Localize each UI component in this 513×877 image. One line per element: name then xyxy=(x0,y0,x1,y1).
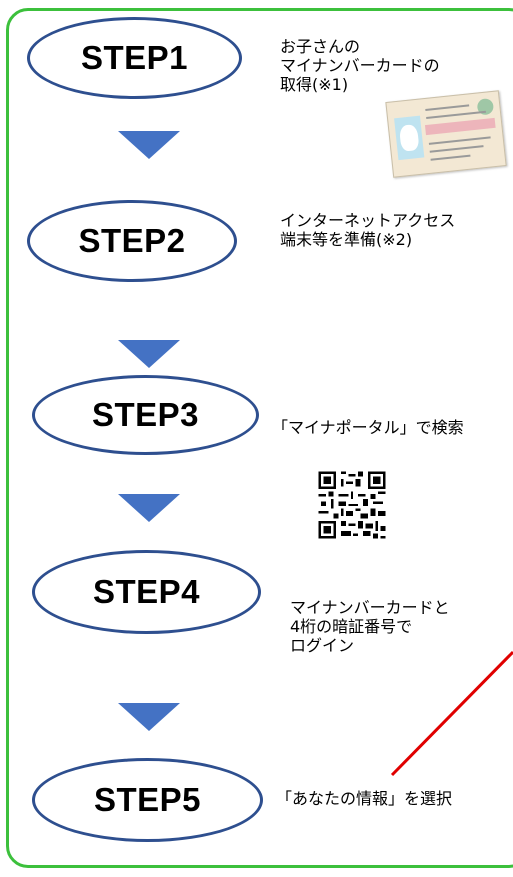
step-arrow-4 xyxy=(118,703,180,731)
step3-description: 「マイナポータル」で検索 xyxy=(272,418,464,437)
step4-desc-line: マイナンバーカードと xyxy=(290,598,450,617)
card-text-line xyxy=(429,145,484,153)
step1-desc-line: お子さんの xyxy=(280,37,361,56)
step2-desc-line: インターネットアクセス xyxy=(280,211,456,230)
step4-ellipse: STEP4 xyxy=(32,550,261,634)
card-name-band xyxy=(424,117,496,136)
step1-label: STEP1 xyxy=(80,39,189,76)
step3-ellipse: STEP3 xyxy=(32,375,259,455)
step5-ellipse: STEP5 xyxy=(32,758,263,842)
step1-desc-line: 取得(※1) xyxy=(280,75,349,94)
step-arrow-3 xyxy=(118,494,180,522)
step2-label: STEP2 xyxy=(78,222,186,259)
qr-code-icon xyxy=(316,469,388,541)
my-number-card-image xyxy=(385,90,507,178)
card-text-line xyxy=(426,110,486,119)
step4-description: マイナンバーカードと 4桁の暗証番号で ログイン xyxy=(290,598,450,655)
step5-label: STEP5 xyxy=(93,781,202,818)
card-text-line xyxy=(428,136,491,145)
step5-desc-line: 「あなたの情報」を選択 xyxy=(276,789,453,808)
step4-label: STEP4 xyxy=(92,573,201,610)
step4-desc-line: ログイン xyxy=(290,636,355,655)
card-text-line xyxy=(430,154,471,161)
step3-desc-line: 「マイナポータル」で検索 xyxy=(272,418,464,437)
step5-description: 「あなたの情報」を選択 xyxy=(276,789,452,808)
step2-desc-line: 端末等を準備(※2) xyxy=(280,230,413,249)
step1-desc-line: マイナンバーカードの xyxy=(280,56,440,75)
card-text-line xyxy=(425,104,470,112)
step3-label: STEP3 xyxy=(91,396,200,433)
step2-ellipse: STEP2 xyxy=(27,200,237,282)
step-arrow-2 xyxy=(118,340,180,368)
step1-description: お子さんの マイナンバーカードの 取得(※1) xyxy=(280,37,440,94)
step-arrow-1 xyxy=(118,131,180,159)
step1-ellipse: STEP1 xyxy=(27,17,242,99)
flow-frame xyxy=(6,8,513,868)
step2-description: インターネットアクセス 端末等を準備(※2) xyxy=(280,211,455,249)
step4-desc-line: 4桁の暗証番号で xyxy=(290,617,413,636)
